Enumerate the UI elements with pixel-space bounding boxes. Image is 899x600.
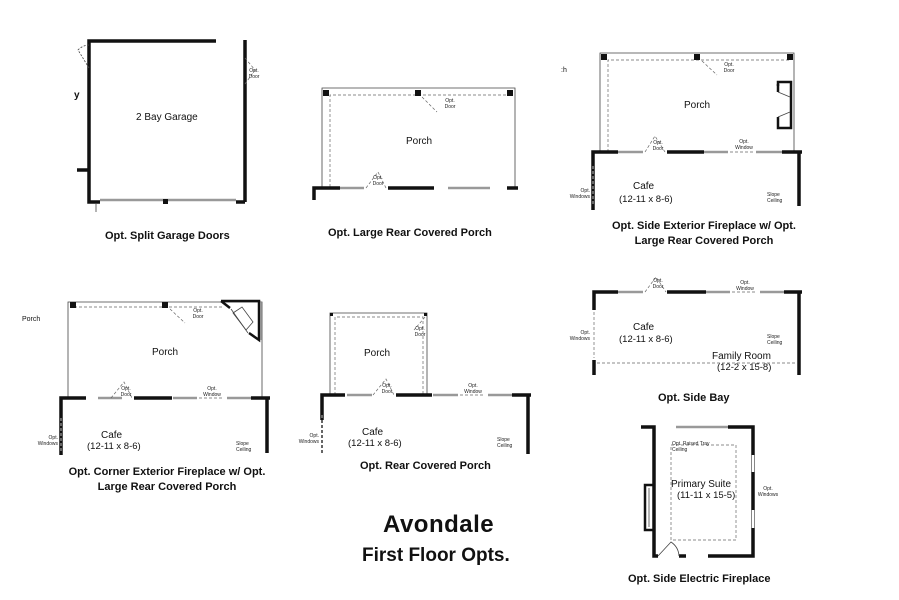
room-label-cafe: Cafe [362,427,384,438]
caption-line-1: Opt. Side Exterior Fireplace w/ Opt. [612,220,796,232]
note-opt-window: Opt. Window [735,139,753,151]
caption-line-2: Large Rear Covered Porch [634,235,774,247]
note-opt-windows: Opt. Windows [569,330,590,342]
note-opt-door: Opt. Door [248,68,260,80]
split-garage-drawing [77,39,256,212]
note-slope-ceiling: Slope Ceiling [767,334,783,346]
caption-large-rear-porch: Opt. Large Rear Covered Porch [328,227,492,239]
caption-line-2: Large Rear Covered Porch [97,481,237,493]
note-opt-door: Opt. Door [652,140,664,152]
edge-fragment: :h [561,67,567,74]
note-opt-door: Opt. Door [381,383,393,395]
caption-corner-exterior-fireplace: Opt. Corner Exterior Fireplace w/ Opt. L… [57,465,277,495]
note-opt-door: Opt. Door [652,278,664,290]
note-opt-window: Opt. Window [464,383,482,395]
side-exterior-fireplace-drawing [591,52,802,210]
caption-side-electric-fireplace: Opt. Side Electric Fireplace [628,573,771,585]
room-label-porch: Porch [152,347,179,358]
edge-fragment: Porch [22,316,41,323]
note-opt-door: Opt. Door [192,308,204,320]
note-opt-door: Opt. Door [372,175,384,187]
side-bay-drawing [592,276,802,375]
rear-covered-porch-drawing [320,312,531,454]
note-raised-tray-ceiling: Opt. Raised Tray Ceiling [672,441,710,453]
side-electric-fireplace-drawing [641,425,755,558]
note-opt-door: Opt. Door [120,386,132,398]
note-opt-window: Opt. Window [736,280,754,292]
room-dimensions-family-room: (12-2 x 15-8) [717,362,772,373]
note-opt-door: Opt. Door [723,62,735,74]
note-slope-ceiling: Slope Ceiling [236,441,252,453]
caption-side-bay: Opt. Side Bay [658,392,730,404]
caption-split-garage: Opt. Split Garage Doors [105,230,230,242]
room-label-porch: Porch [406,136,433,147]
edge-fragment: y [74,90,80,101]
room-dimensions-cafe: (12-11 x 8-6) [619,334,673,345]
note-slope-ceiling: Slope Ceiling [767,192,783,204]
room-label-garage: 2 Bay Garage [136,112,198,123]
room-dimensions-cafe: (12-11 x 8-6) [619,194,673,205]
room-label-primary-suite: Primary Suite [671,479,732,490]
room-label-family-room: Family Room [712,351,771,362]
room-dimensions-cafe: (12-11 x 8-6) [348,438,402,449]
caption-line-1: Opt. Corner Exterior Fireplace w/ Opt. [68,466,266,478]
note-opt-window: Opt. Window [203,386,221,398]
room-label-porch: Porch [684,100,711,111]
large-rear-porch-drawing [312,87,518,200]
note-opt-door: Opt. Door [414,326,426,338]
sheet-title: Avondale [383,511,495,538]
room-label-porch: Porch [364,348,391,359]
note-opt-windows: Opt. Windows [757,486,779,498]
note-opt-windows: Opt. Windows [298,433,319,445]
note-opt-windows: Opt. Windows [37,435,58,447]
room-label-cafe: Cafe [633,181,655,192]
room-label-cafe: Cafe [633,322,655,333]
caption-rear-covered-porch: Opt. Rear Covered Porch [360,460,491,472]
note-opt-door: Opt. Door [444,98,456,110]
note-opt-windows: Opt. Windows [569,188,590,200]
room-label-cafe: Cafe [101,430,123,441]
caption-side-exterior-fireplace: Opt. Side Exterior Fireplace w/ Opt. Lar… [600,219,808,249]
room-dimensions-primary-suite: (11-11 x 15-5) [677,490,736,501]
room-dimensions-cafe: (12-11 x 8-6) [87,441,141,452]
sheet-subtitle: First Floor Opts. [362,545,510,566]
corner-exterior-fireplace-drawing [59,299,270,455]
note-slope-ceiling: Slope Ceiling [497,437,513,449]
